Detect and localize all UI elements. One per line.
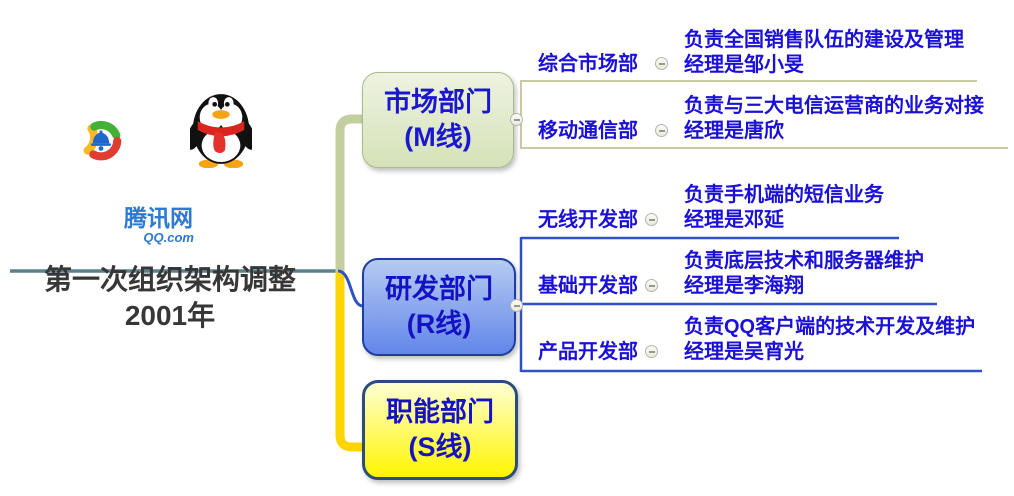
branch-market-label-line2: (M线) xyxy=(404,122,472,152)
subtopic-platform-dev[interactable]: 基础开发部 xyxy=(538,275,638,297)
branch-node-market[interactable]: 市场部门 (M线) xyxy=(362,72,514,168)
tencent-ring-logo-icon xyxy=(83,121,122,161)
root-title-line2: 2001年 xyxy=(124,300,216,331)
note-platform-dev-line1: 负责底层技术和服务器维护 xyxy=(684,250,924,272)
subtopic-general-marketing[interactable]: 综合市场部 xyxy=(538,53,638,75)
subtopic-wireless-dev[interactable]: 无线开发部 xyxy=(538,209,638,231)
branch-rd-label-line2: (R线) xyxy=(406,309,472,339)
branch-functional-label-line1: 职能部门 xyxy=(386,397,494,427)
subtopic-product-dev[interactable]: 产品开发部 xyxy=(538,341,638,363)
note-product-dev[interactable]: 负责QQ客户端的技术开发及维护 经理是吴宵光 xyxy=(684,315,975,365)
root-title-line1: 第一次组织架构调整 xyxy=(43,264,296,295)
qq-penguin-icon xyxy=(190,94,252,168)
branch-connector-rd xyxy=(337,269,364,308)
brand-domain: QQ.com xyxy=(143,230,194,245)
subtree-lines-rd xyxy=(519,236,982,373)
note-product-dev-line1: 负责QQ客户端的技术开发及维护 xyxy=(684,316,976,338)
note-general-marketing[interactable]: 负责全国销售队伍的建设及管理 经理是邹小旻 xyxy=(684,28,964,78)
root-topic[interactable]: 腾讯网 QQ.com 第一次组织架构调整 2001年 xyxy=(0,85,345,331)
note-product-dev-line2: 经理是吴宵光 xyxy=(684,341,804,363)
brand-name: 腾讯网 xyxy=(124,205,193,231)
collapse-icon-general-marketing[interactable] xyxy=(655,57,668,70)
note-wireless-dev-line1: 负责手机端的短信业务 xyxy=(684,184,884,206)
collapse-icon-mobile-comm[interactable] xyxy=(655,124,668,137)
branch-rd-label-line1: 研发部门 xyxy=(385,274,493,304)
subtopic-mobile-comm[interactable]: 移动通信部 xyxy=(538,120,638,142)
branch-market-label-line1: 市场部门 xyxy=(384,87,492,117)
note-wireless-dev[interactable]: 负责手机端的短信业务 经理是邓延 xyxy=(684,183,884,233)
collapse-icon-wireless-dev[interactable] xyxy=(645,213,658,226)
note-mobile-comm-line1: 负责与三大电信运营商的业务对接 xyxy=(684,95,984,117)
note-general-marketing-line2: 经理是邹小旻 xyxy=(684,54,804,76)
brand-text: 腾讯网 QQ.com xyxy=(124,205,194,244)
branch-connector-functional xyxy=(335,272,362,452)
note-platform-dev[interactable]: 负责底层技术和服务器维护 经理是李海翔 xyxy=(684,249,924,299)
branch-node-rd[interactable]: 研发部门 (R线) xyxy=(362,258,516,356)
note-platform-dev-line2: 经理是李海翔 xyxy=(684,275,804,297)
note-mobile-comm-line2: 经理是唐欣 xyxy=(684,120,784,142)
collapse-icon-market-node[interactable] xyxy=(510,113,523,126)
note-general-marketing-line1: 负责全国销售队伍的建设及管理 xyxy=(684,29,964,51)
collapse-icon-product-dev[interactable] xyxy=(645,345,658,358)
note-mobile-comm[interactable]: 负责与三大电信运营商的业务对接 经理是唐欣 xyxy=(684,94,984,144)
collapse-icon-platform-dev[interactable] xyxy=(645,279,658,292)
branch-functional-label-line2: (S线) xyxy=(408,432,472,462)
note-wireless-dev-line2: 经理是邓延 xyxy=(684,209,784,231)
root-title: 第一次组织架构调整 2001年 xyxy=(15,261,325,333)
branch-connector-market xyxy=(335,114,362,272)
branch-node-functional[interactable]: 职能部门 (S线) xyxy=(362,380,518,480)
collapse-icon-rd-node[interactable] xyxy=(510,299,523,312)
